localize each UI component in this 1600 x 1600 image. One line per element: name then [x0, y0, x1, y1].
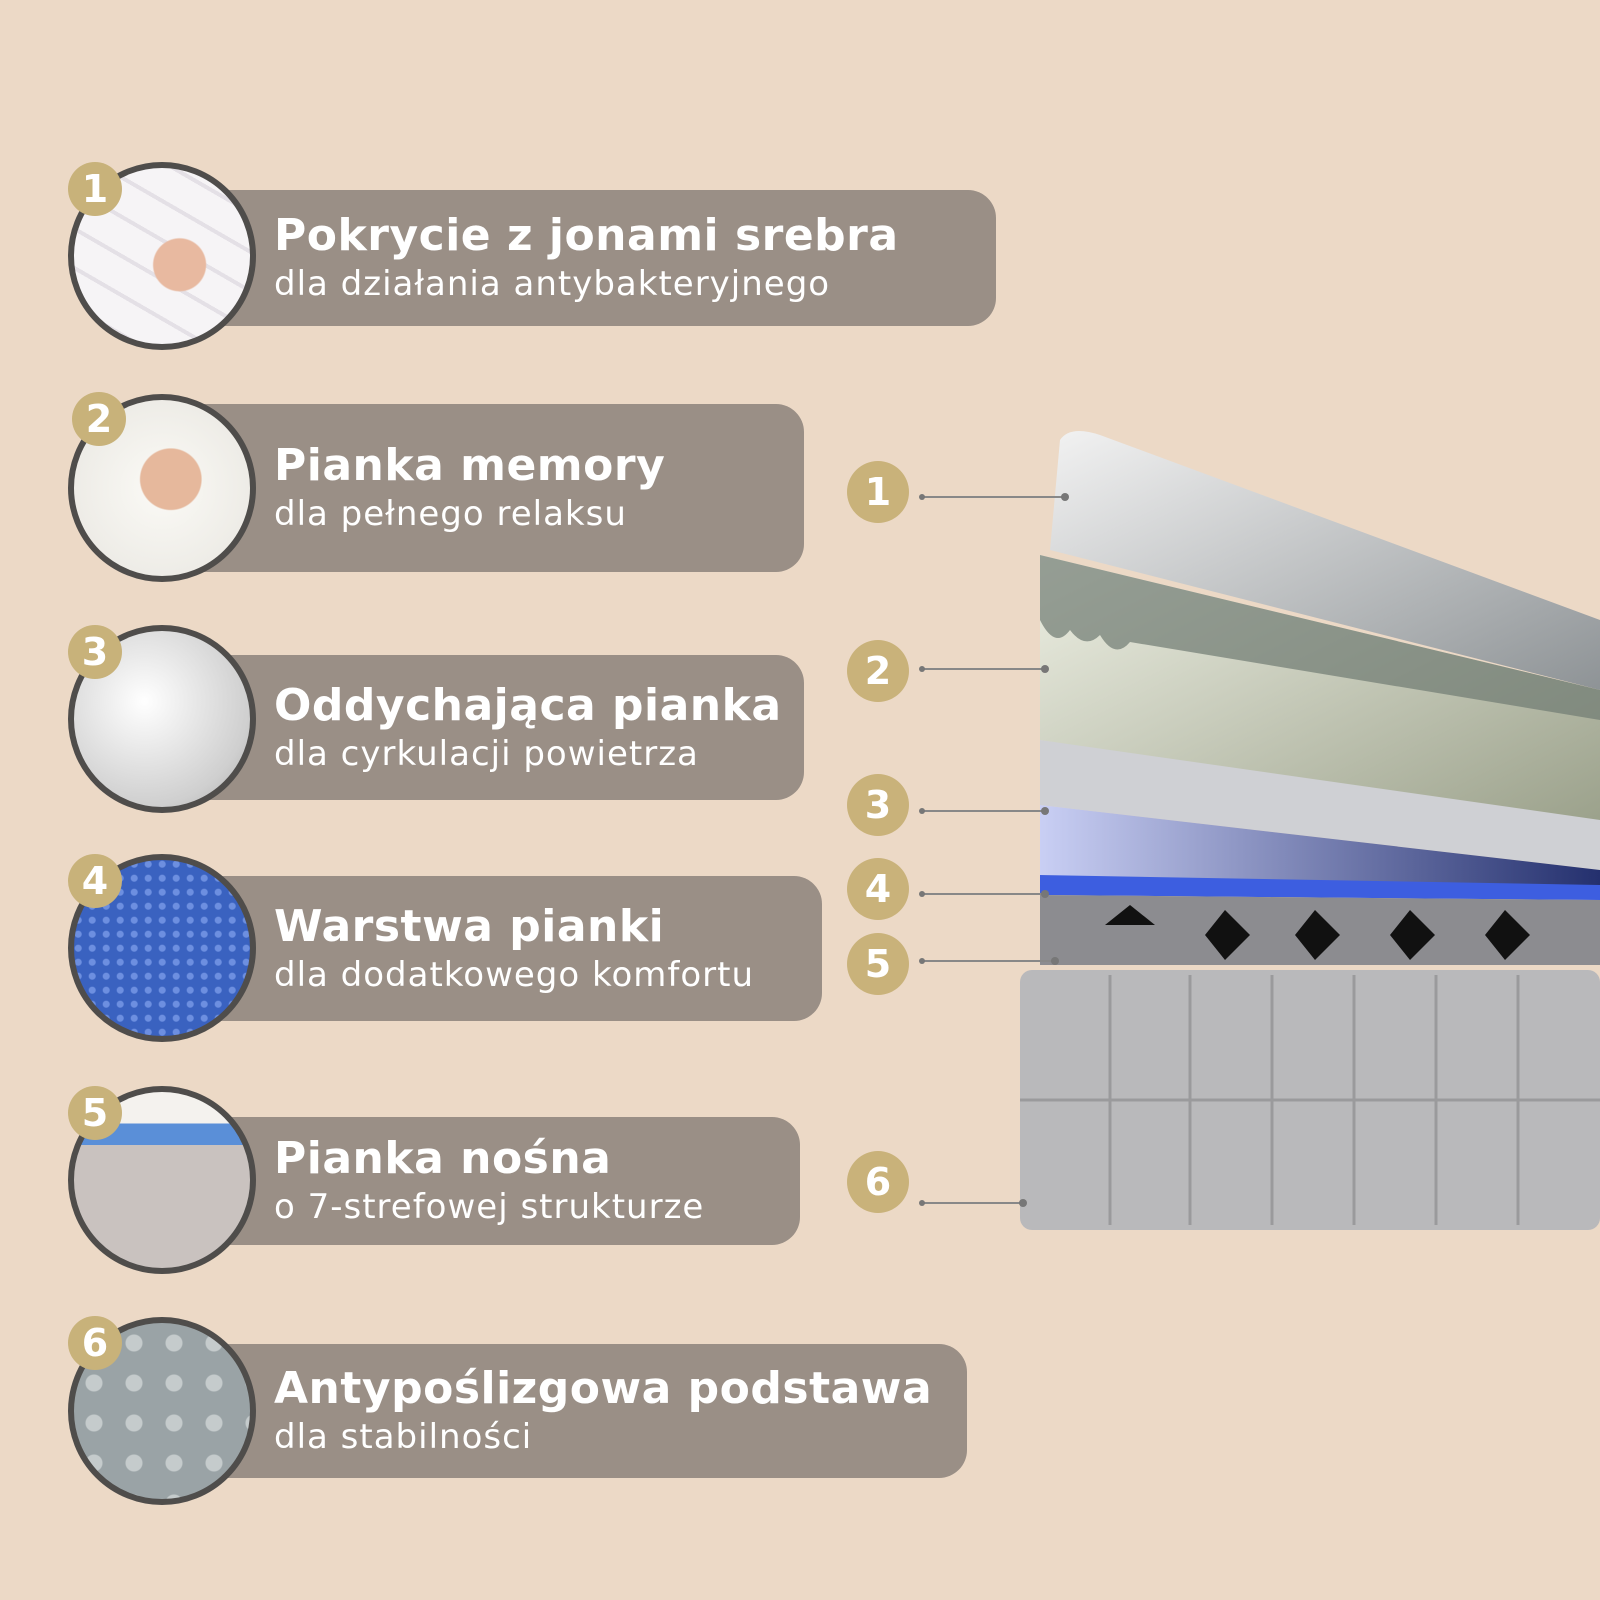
feature-subtitle: o 7-strefowej strukturze	[274, 1187, 705, 1227]
layer-marker-4: 4	[847, 858, 909, 920]
feature-subtitle: dla cyrkulacji powietrza	[274, 733, 699, 774]
feature-number-badge: 4	[68, 854, 122, 908]
leader-line	[919, 665, 1049, 673]
feature-title: Pianka nośna	[274, 1133, 612, 1184]
layer-4-foam	[1040, 805, 1600, 890]
feature-title: Warstwa pianki	[274, 900, 665, 952]
layer-marker-1: 1	[847, 461, 909, 523]
feature-subtitle: dla działania antybakteryjnego	[274, 264, 831, 304]
layer-3-breathable	[1040, 740, 1600, 870]
feature-title: Pianka memory	[274, 440, 666, 491]
anti-slip-base-image	[68, 1317, 256, 1505]
leader-line	[919, 957, 1059, 965]
leader-line	[919, 493, 1069, 501]
leader-line	[919, 807, 1049, 815]
layer-marker-5: 5	[847, 933, 909, 995]
feature-subtitle: dla pełnego relaksu	[274, 494, 627, 534]
feature-number-badge: 5	[68, 1086, 122, 1140]
feature-title: Antypoślizgowa podstawa	[274, 1363, 933, 1414]
feature-number-badge: 1	[68, 162, 122, 216]
layer-marker-6: 6	[847, 1151, 909, 1213]
memory-foam-image	[68, 394, 256, 582]
feature-title: Oddychająca pianka	[274, 679, 782, 731]
layer-1-cover	[1050, 431, 1600, 690]
leader-line	[919, 1199, 1027, 1207]
mattress-layers-illustration	[1020, 431, 1600, 1230]
feature-number-badge: 2	[72, 392, 126, 446]
layer-marker-2: 2	[847, 640, 909, 702]
feature-number-badge: 3	[68, 625, 122, 679]
layer-marker-3: 3	[847, 774, 909, 836]
feature-title: Pokrycie z jonami srebra	[274, 210, 899, 261]
leader-line	[919, 890, 1049, 898]
feature-subtitle: dla stabilności	[274, 1417, 533, 1457]
feature-subtitle: dla dodatkowego komfortu	[274, 954, 755, 995]
feature-number-badge: 6	[68, 1316, 122, 1370]
